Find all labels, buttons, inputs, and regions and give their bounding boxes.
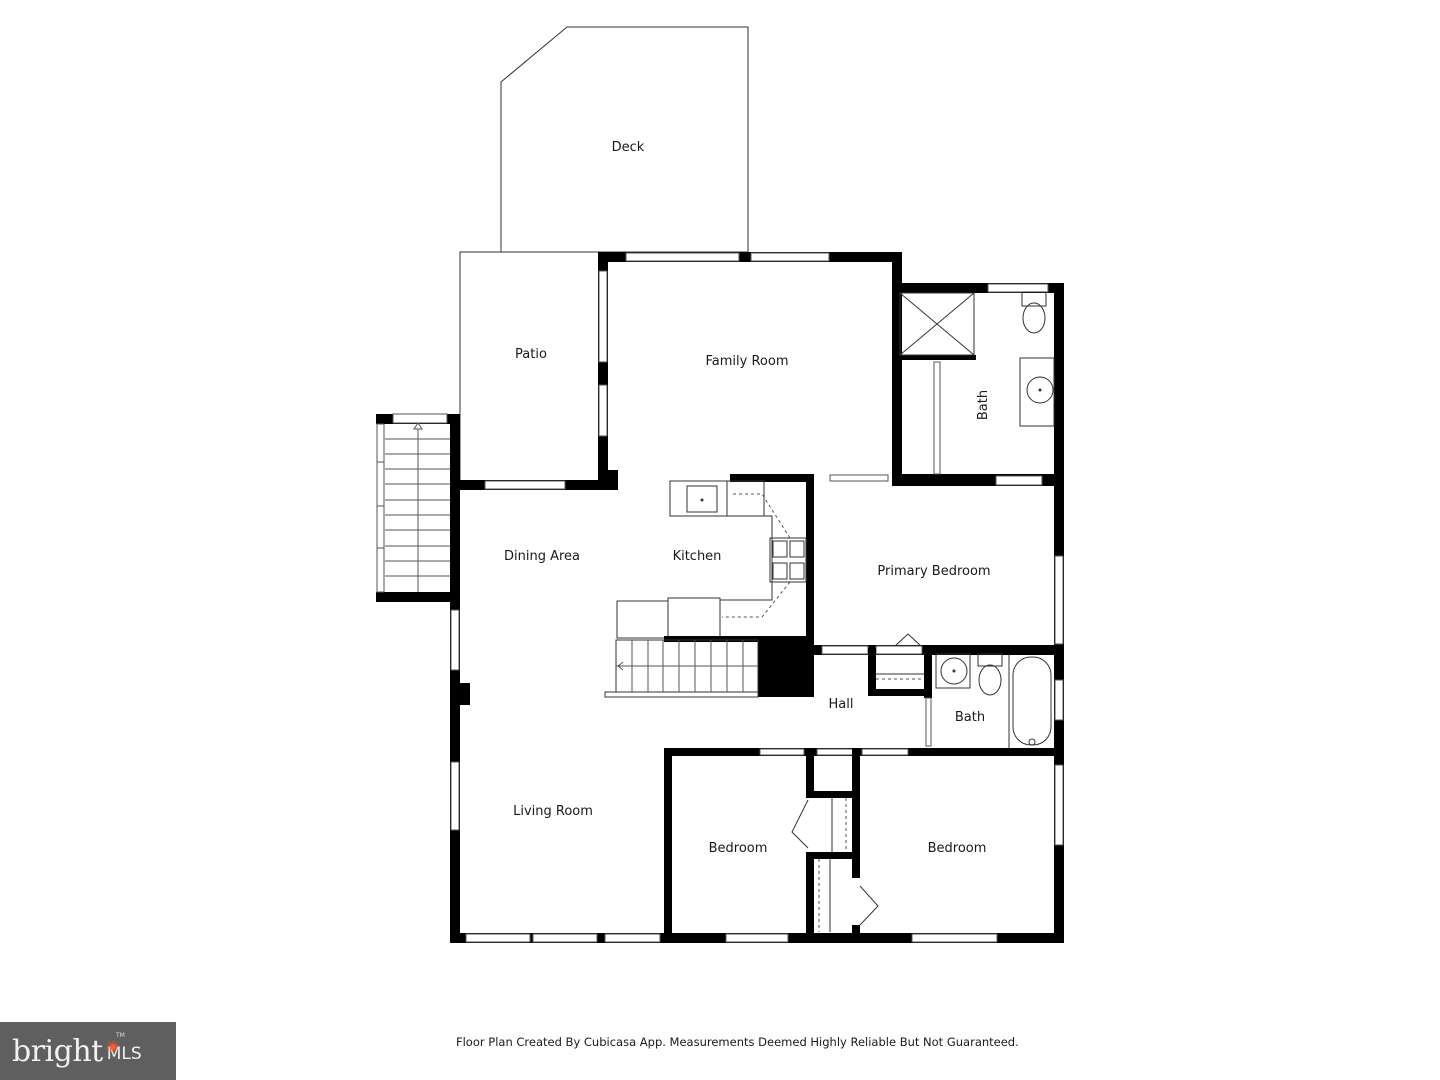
logo-brand-text: bright bbox=[12, 1033, 103, 1069]
bright-mls-logo: bright TM MLS bbox=[0, 1022, 176, 1080]
exterior-walls bbox=[450, 252, 1064, 943]
room-label-primary-bedroom: Primary Bedroom bbox=[877, 564, 990, 579]
logo-trademark: TM bbox=[116, 1032, 125, 1039]
patio-area bbox=[459, 251, 601, 483]
floor-plan-disclaimer: Floor Plan Created By Cubicasa App. Meas… bbox=[456, 1035, 1019, 1049]
toilet-icon bbox=[1021, 291, 1047, 334]
sink-icon bbox=[1019, 357, 1055, 427]
bathtub-icon bbox=[1012, 656, 1052, 746]
logo-accent-dot-icon bbox=[110, 1044, 116, 1050]
hall-sink-icon bbox=[935, 653, 971, 689]
room-label-patio: Patio bbox=[515, 347, 547, 362]
exterior-staircase bbox=[376, 413, 460, 602]
bedroom-walls bbox=[664, 748, 1064, 943]
primary-bath-fixtures bbox=[829, 291, 1064, 486]
room-label-deck: Deck bbox=[612, 140, 645, 155]
hall-bath-fixtures bbox=[935, 653, 1052, 748]
stove-icon bbox=[769, 537, 807, 583]
logo-mls-text: MLS bbox=[106, 1044, 142, 1064]
room-label-dining-area: Dining Area bbox=[504, 549, 580, 564]
room-label-family-room: Family Room bbox=[706, 354, 789, 369]
room-label-hall-bath: Bath bbox=[955, 710, 985, 725]
stair-direction-arrow-icon bbox=[413, 422, 423, 430]
room-label-kitchen: Kitchen bbox=[673, 549, 722, 564]
hall-toilet-icon bbox=[977, 653, 1003, 696]
primary-bedroom-walls bbox=[806, 633, 1064, 747]
stair-arrow-icon bbox=[617, 661, 624, 671]
room-label-primary-bath: Bath bbox=[976, 390, 991, 420]
room-label-hall: Hall bbox=[829, 697, 854, 712]
interior-staircase bbox=[604, 636, 814, 698]
room-label-living-room: Living Room bbox=[513, 804, 593, 819]
shower-icon bbox=[899, 292, 975, 356]
room-labels: Deck Patio Family Room Bath Dining Area … bbox=[504, 140, 991, 856]
room-label-bedroom-2: Bedroom bbox=[928, 841, 987, 856]
kitchen-sink-icon bbox=[686, 485, 718, 513]
room-label-bedroom-1: Bedroom bbox=[709, 841, 768, 856]
